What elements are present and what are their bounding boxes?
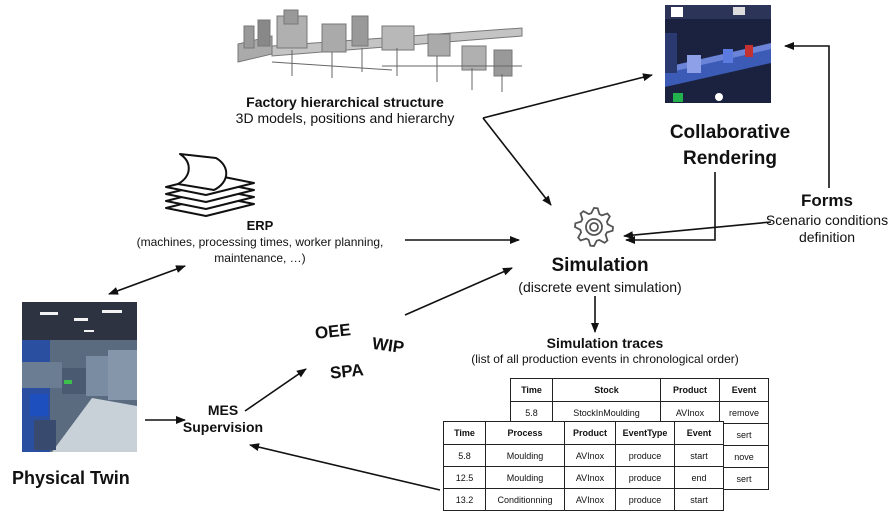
forms-title: Forms bbox=[801, 191, 853, 210]
kpi-spa: SPA bbox=[329, 360, 365, 383]
collaborative-rendering-label: Collaborative Rendering bbox=[640, 120, 820, 172]
table-header: Stock bbox=[552, 378, 661, 402]
table-cell: start bbox=[674, 444, 724, 467]
traces-label: Simulation traces (list of all productio… bbox=[440, 334, 770, 367]
forms-line2: definition bbox=[798, 229, 856, 245]
arrow-forms-to-rendering bbox=[784, 42, 830, 188]
arrow-erp-physical-twin bbox=[108, 265, 186, 295]
factory-structure-label: Factory hierarchical structure 3D models… bbox=[200, 94, 490, 126]
table-cell: produce bbox=[615, 444, 675, 467]
traces-subtitle: (list of all production events in chrono… bbox=[471, 352, 739, 366]
table-row: 12.5 Moulding AVInox produce end bbox=[443, 466, 724, 489]
mes-supervision-label: MES Supervision bbox=[168, 402, 278, 436]
mes-line2: Supervision bbox=[182, 419, 264, 435]
process-table: Time Process Product EventType Event 5.8… bbox=[443, 421, 724, 511]
table-cell: AVInox bbox=[564, 466, 616, 489]
factory-title: Factory hierarchical structure bbox=[246, 94, 444, 110]
factory-subtitle: 3D models, positions and hierarchy bbox=[235, 110, 455, 126]
erp-title: ERP bbox=[246, 218, 274, 233]
mes-line1: MES bbox=[207, 402, 239, 418]
table-cell: AVInox bbox=[564, 488, 616, 511]
table-header: Product bbox=[660, 378, 720, 402]
table-cell: 5.8 bbox=[443, 444, 486, 467]
table-cell: produce bbox=[615, 466, 675, 489]
table-cell: 12.5 bbox=[443, 466, 486, 489]
arrow-rendering-to-simulation bbox=[625, 172, 716, 244]
table-cell: nove bbox=[719, 445, 769, 468]
factory-photo bbox=[22, 302, 137, 452]
simulation-label: Simulation (discrete event simulation) bbox=[470, 254, 730, 296]
table-header: Process bbox=[485, 421, 565, 445]
forms-label: Forms Scenario conditions definition bbox=[752, 190, 896, 246]
table-header: Event bbox=[674, 421, 724, 445]
documents-stack-icon bbox=[165, 153, 255, 217]
render-screenshot bbox=[665, 5, 771, 103]
erp-label: ERP (machines, processing times, worker … bbox=[110, 218, 410, 266]
factory-3d-model bbox=[237, 9, 523, 92]
table-header: Time bbox=[443, 421, 486, 445]
arrow-forms-to-simulation bbox=[623, 221, 772, 240]
table-header: Event bbox=[719, 378, 769, 402]
table-header: Product bbox=[564, 421, 616, 445]
table-cell: sert bbox=[719, 467, 769, 490]
table-cell: end bbox=[674, 466, 724, 489]
simulation-title: Simulation bbox=[551, 255, 649, 276]
table-row: 5.8 Moulding AVInox produce start bbox=[443, 444, 724, 467]
table-cell: produce bbox=[615, 488, 675, 511]
table-cell: start bbox=[674, 488, 724, 511]
erp-line2: maintenance, …) bbox=[214, 251, 306, 265]
traces-title: Simulation traces bbox=[546, 335, 664, 351]
table-row: 13.2 Conditionning AVInox produce start bbox=[443, 488, 724, 511]
table-cell: Moulding bbox=[485, 466, 565, 489]
rendering-line1: Collaborative bbox=[669, 122, 791, 143]
table-cell: Conditionning bbox=[485, 488, 565, 511]
table-cell: sert bbox=[719, 423, 769, 446]
table-cell: remove bbox=[719, 401, 769, 424]
table-cell: 13.2 bbox=[443, 488, 486, 511]
arrow-factory-to-rendering bbox=[482, 73, 653, 119]
trace-table-process: Time Process Product EventType Event 5.8… bbox=[443, 421, 724, 511]
kpi-wip: WIP bbox=[370, 333, 406, 358]
arrow-factory-to-simulation bbox=[482, 117, 552, 206]
arrow-kpis-to-simulation bbox=[404, 267, 513, 316]
table-cell: Moulding bbox=[485, 444, 565, 467]
table-cell: AVInox bbox=[564, 444, 616, 467]
arrow-traces-to-mes bbox=[249, 443, 441, 491]
table-header: EventType bbox=[615, 421, 675, 445]
table-header: Time bbox=[510, 378, 553, 402]
gear-icon bbox=[574, 207, 614, 247]
erp-line1: (machines, processing times, worker plan… bbox=[136, 235, 384, 249]
physical-twin-label: Physical Twin bbox=[12, 468, 130, 488]
arrow-mes-to-kpis bbox=[244, 368, 307, 412]
forms-line1: Scenario conditions bbox=[765, 212, 889, 228]
rendering-line2: Rendering bbox=[683, 148, 777, 169]
simulation-subtitle: (discrete event simulation) bbox=[518, 279, 682, 295]
kpi-oee: OEE bbox=[314, 320, 352, 343]
table-header-row: Time Process Product EventType Event bbox=[443, 421, 724, 445]
table-header-row: Time Stock Product Event bbox=[510, 378, 769, 402]
